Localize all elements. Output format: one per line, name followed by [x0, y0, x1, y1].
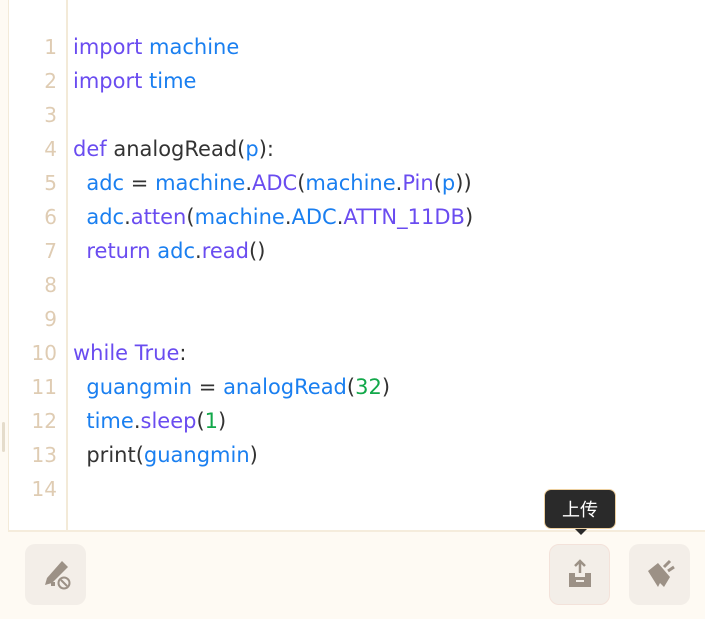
code-token: ADC: [291, 205, 337, 229]
code-token: machine: [149, 35, 240, 59]
code-token: def: [73, 137, 107, 161]
pencil-disabled-icon: [44, 560, 70, 589]
code-token: .: [133, 409, 141, 433]
code-token: p: [245, 137, 259, 161]
code-token: .: [195, 239, 202, 263]
code-token: time: [86, 409, 134, 433]
code-token: machine: [305, 171, 396, 195]
code-token: )): [455, 171, 472, 195]
code-token: ): [381, 375, 391, 399]
code-token: (: [297, 171, 306, 195]
code-token: (: [346, 375, 356, 399]
line-number: 8: [44, 273, 57, 297]
code-token: machine: [155, 171, 246, 195]
code-token: ADC: [252, 171, 298, 195]
code-line: time.sleep(1): [73, 404, 226, 438]
code-token: [73, 171, 86, 195]
code-token: analogRead(: [106, 137, 246, 161]
code-token: analogRead: [223, 375, 347, 399]
resize-handle[interactable]: [2, 422, 5, 452]
code-token: guangmin: [143, 443, 250, 467]
brush-icon: [647, 559, 675, 587]
code-token: ): [218, 409, 227, 433]
code-token: [73, 409, 86, 433]
upload-tooltip: 上传: [544, 489, 616, 535]
code-token: p: [441, 171, 456, 195]
code-token: ): [249, 443, 258, 467]
code-token: =: [192, 375, 224, 399]
line-number: 5: [44, 171, 57, 195]
code-token: import: [73, 69, 143, 93]
code-token: =: [124, 171, 156, 195]
code-token: .: [245, 171, 252, 195]
code-token: time: [149, 69, 197, 93]
code-token: :: [179, 341, 187, 365]
code-token: atten: [130, 205, 187, 229]
code-line: return adc.read(): [73, 234, 265, 268]
code-token: ATTN_11DB: [343, 205, 465, 229]
code-token: [73, 239, 86, 263]
code-line: import time: [73, 64, 196, 98]
code-token: (): [249, 239, 266, 263]
line-number: 4: [44, 137, 57, 161]
code-token: .: [284, 205, 292, 229]
line-number: 9: [44, 307, 57, 331]
line-number: 11: [31, 375, 57, 399]
code-token: .: [124, 205, 131, 229]
code-token: (: [186, 205, 195, 229]
line-number: 12: [31, 409, 57, 433]
code-line: adc.atten(machine.ADC.ATTN_11DB): [73, 200, 473, 234]
code-token: sleep: [140, 409, 197, 433]
line-number: 13: [31, 443, 57, 467]
code-token: adc: [86, 171, 125, 195]
code-token: while: [73, 341, 129, 365]
code-token: 32: [355, 375, 382, 399]
code-token: print(: [73, 443, 144, 467]
code-token: [73, 375, 86, 399]
code-token: adc: [86, 205, 125, 229]
code-line: while True:: [73, 336, 186, 370]
line-number: 3: [44, 103, 57, 127]
code-token: guangmin: [86, 375, 193, 399]
code-token: machine: [194, 205, 285, 229]
code-token: [73, 205, 86, 229]
code-token: ): [464, 205, 474, 229]
clean-button[interactable]: [629, 544, 690, 605]
code-token: .: [395, 171, 403, 195]
line-number: 7: [44, 239, 57, 263]
code-token: .: [336, 205, 344, 229]
code-token: (: [196, 409, 205, 433]
code-token: (: [433, 171, 442, 195]
code-token: ):: [258, 137, 274, 161]
code-token: True: [134, 341, 180, 365]
line-number: 6: [44, 205, 57, 229]
code-token: 1: [204, 409, 219, 433]
code-token: adc: [157, 239, 196, 263]
line-number: 2: [44, 69, 57, 93]
code-token: Pin: [402, 171, 434, 195]
code-line: guangmin = analogRead(32): [73, 370, 390, 404]
code-line: import machine: [73, 30, 239, 64]
code-token: return: [86, 239, 151, 263]
code-token: read: [201, 239, 249, 263]
upload-icon: [568, 558, 591, 587]
line-number: 14: [31, 477, 57, 501]
code-token: [128, 341, 135, 365]
code-token: import: [73, 35, 143, 59]
code-line: print(guangmin): [73, 438, 258, 472]
line-number: 1: [44, 35, 57, 59]
code-line: adc = machine.ADC(machine.Pin(p)): [73, 166, 472, 200]
code-line: def analogRead(p):: [73, 132, 274, 166]
clear-edit-button[interactable]: [25, 544, 86, 605]
line-number: 10: [31, 341, 57, 365]
upload-button[interactable]: [549, 544, 610, 605]
